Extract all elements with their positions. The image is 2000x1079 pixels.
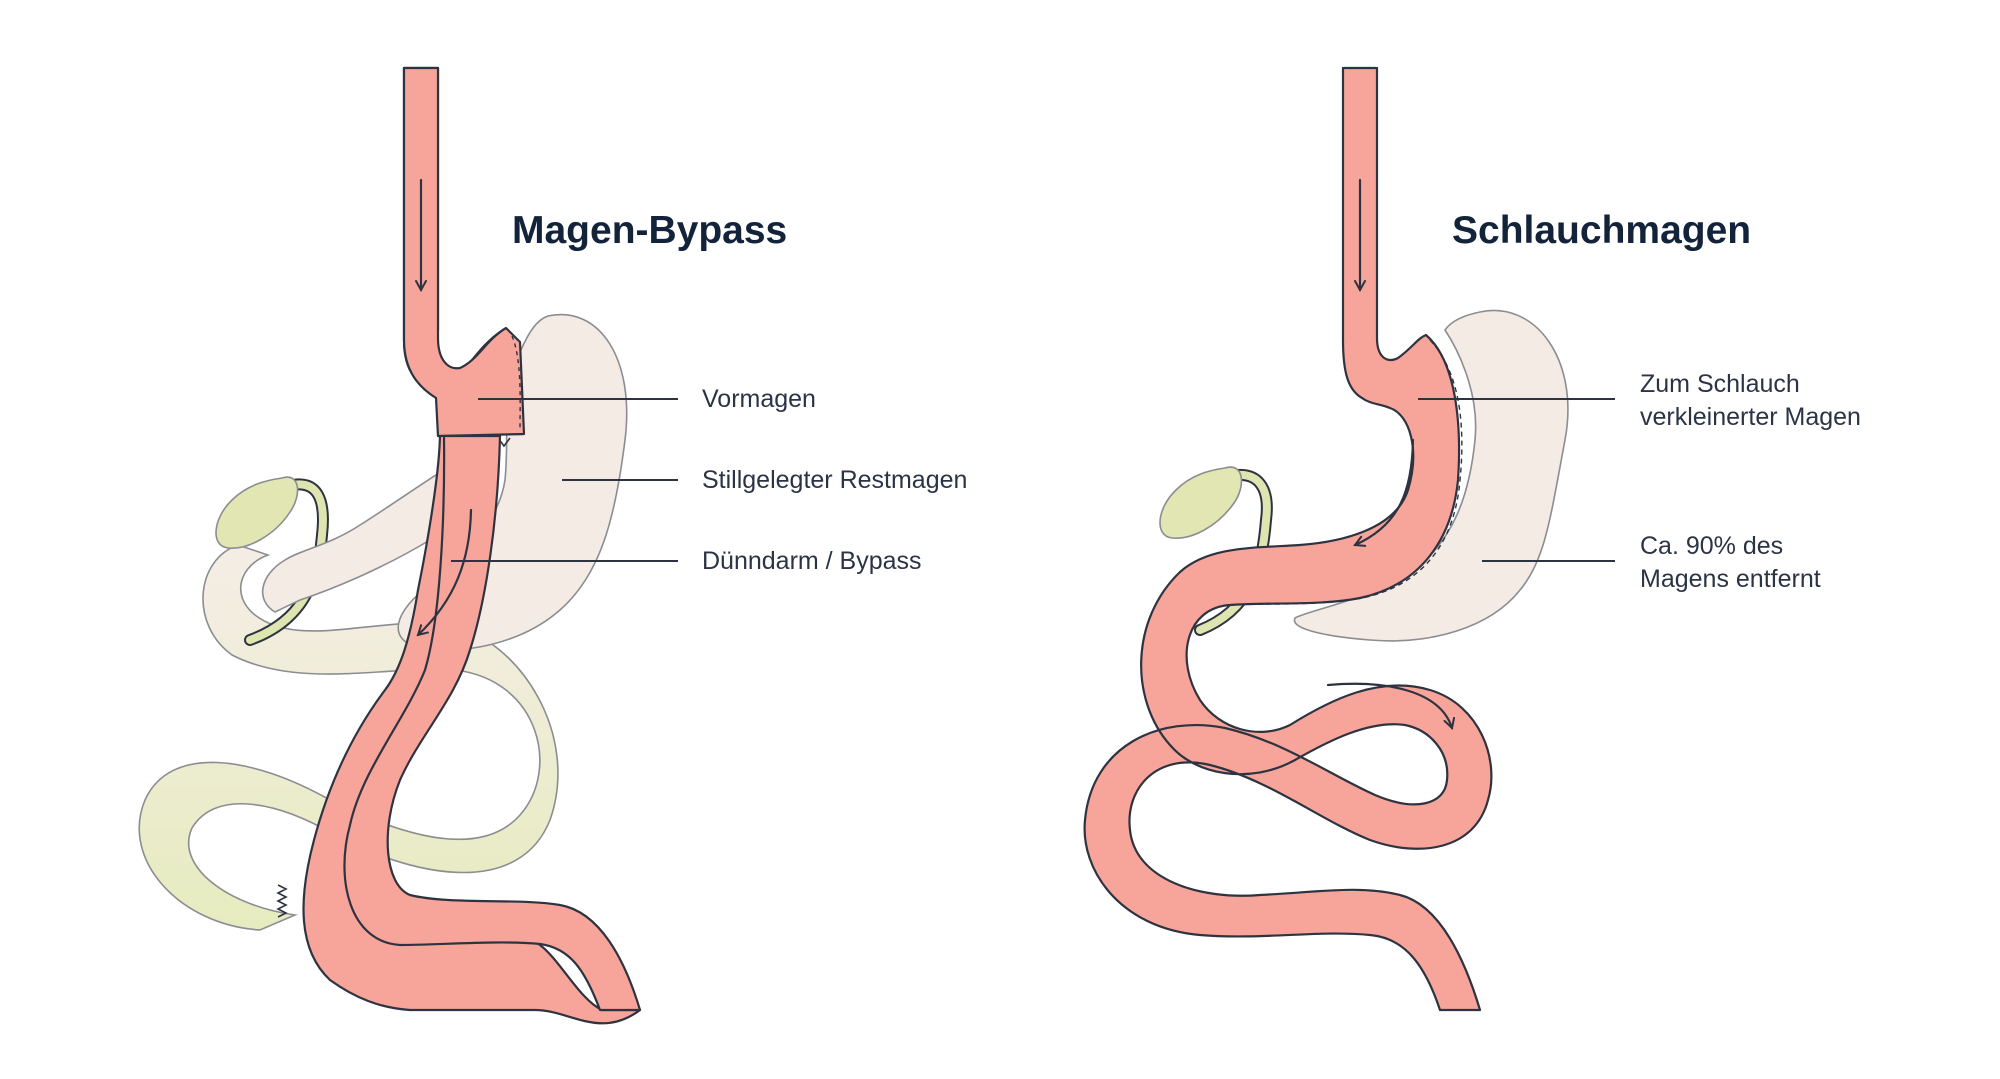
label-schlauch-line1: Zum Schlauch xyxy=(1640,370,1800,398)
label-schlauch-line2: verkleinerter Magen xyxy=(1640,403,1861,431)
bile-duct-right xyxy=(1196,470,1271,634)
flow-arrow-sleeve xyxy=(1355,438,1415,545)
removed-stomach-part xyxy=(1293,309,1569,642)
sleeve-stomach-and-intestine xyxy=(1083,66,1493,1012)
gallbladder-right xyxy=(1159,466,1243,539)
label-vormagen: Vormagen xyxy=(702,385,816,413)
gallbladder xyxy=(215,476,299,549)
bypass-title: Magen-Bypass xyxy=(512,209,787,252)
label-duenndarm: Dünndarm / Bypass xyxy=(702,547,922,575)
label-restmagen: Stillgelegter Restmagen xyxy=(702,466,967,494)
flow-arrow-limb xyxy=(418,508,473,635)
sleeve-title: Schlauchmagen xyxy=(1452,209,1751,252)
roux-limb xyxy=(343,434,642,1012)
magen-bypass-panel: Magen-Bypass Vormagen Stillgelegter Rest… xyxy=(138,66,967,1025)
label-entfernt-line2: Magens entfernt xyxy=(1640,565,1821,593)
label-entfernt-line1: Ca. 90% des xyxy=(1640,532,1783,560)
schlauchmagen-panel: Schlauchmagen Zum Schlauch verkleinerter… xyxy=(1083,66,1861,1012)
flow-arrow-intestine xyxy=(1326,682,1452,728)
jejunal-staple-line xyxy=(276,884,288,918)
